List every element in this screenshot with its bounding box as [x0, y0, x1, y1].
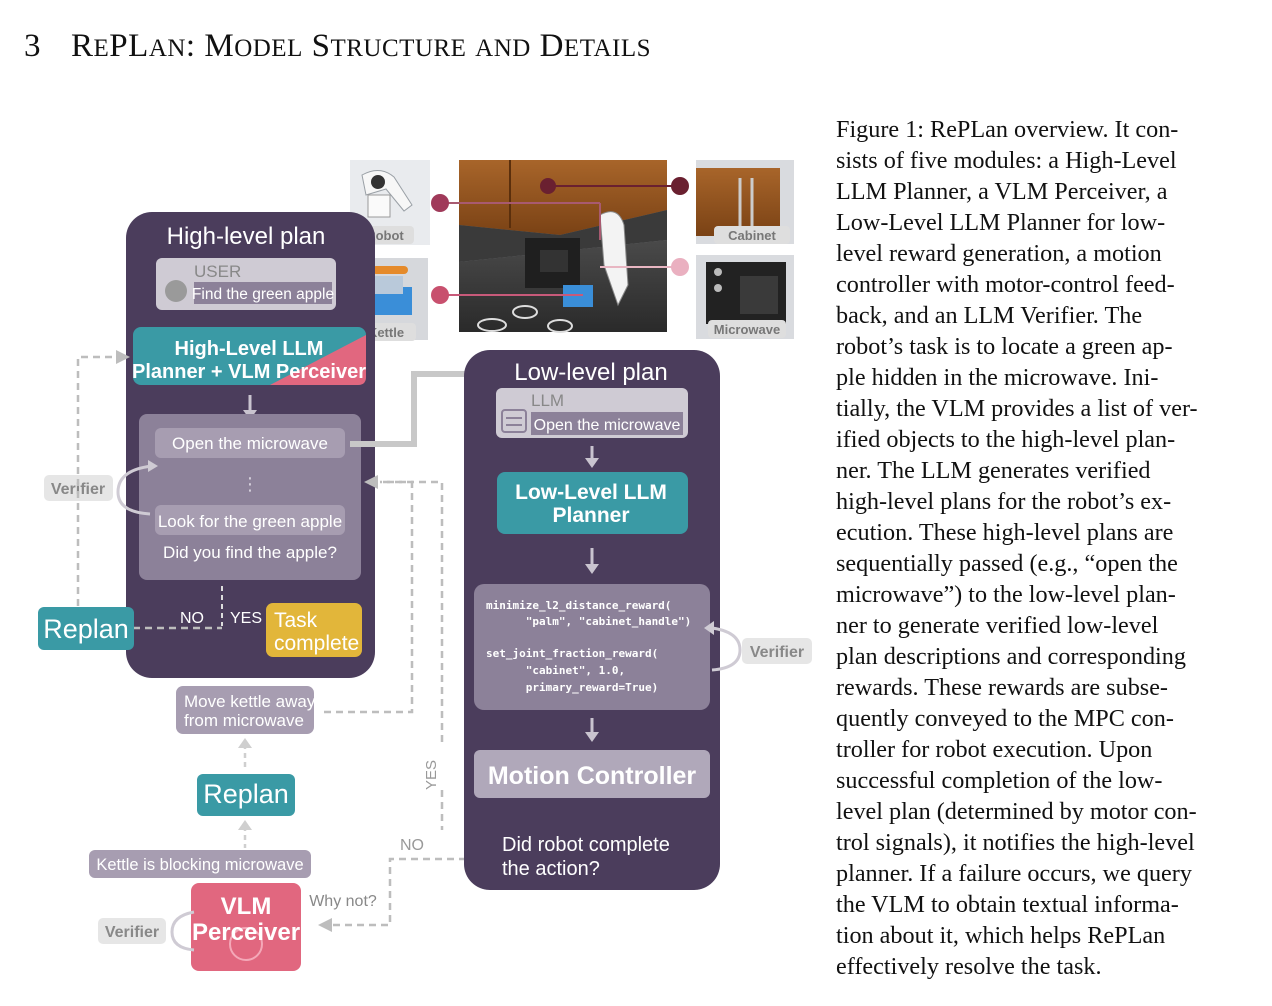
move-kettle-line1: Move kettle away — [184, 692, 316, 711]
caption-line: quently conveyed to the MPC con- — [836, 705, 1174, 732]
caption-line: ner. The LLM generates verified — [836, 457, 1151, 484]
high-level-planner-line1: High-Level LLM — [175, 338, 324, 360]
microwave-label: Microwave — [714, 322, 780, 337]
caption-line: trol signals), it notifies the high-leve… — [836, 829, 1195, 856]
high-level-verifier: Verifier — [44, 460, 158, 516]
section-number: 3 — [24, 28, 41, 64]
caption-line: high-level plans for the robot’s ex- — [836, 488, 1172, 515]
low-level-planner-line2: Planner — [552, 504, 629, 527]
yes-vertical-label: YES — [423, 760, 440, 790]
caption-line: sequentially passed (e.g., “open the — [836, 550, 1178, 577]
caption-line: plan descriptions and corresponding — [836, 643, 1186, 670]
caption-line: microwave”) to the low-level plan- — [836, 581, 1176, 608]
code-line: set_joint_fraction_reward( — [486, 647, 658, 660]
replan-top: Replan — [38, 350, 222, 650]
caption-line: planner. If a failure occurs, we query — [836, 860, 1192, 887]
svg-text:Verifier: Verifier — [750, 644, 804, 661]
low-level-planner-line1: Low-Level LLM — [515, 481, 667, 504]
robot-question-line1: Did robot complete — [502, 834, 670, 856]
code-line: "cabinet", 1.0, — [486, 664, 625, 677]
motion-controller: Motion Controller — [488, 762, 697, 790]
code-line: "palm", "cabinet_handle") — [486, 615, 691, 628]
microwave-photo: Microwave — [696, 255, 794, 339]
kettle-label: Kettle — [368, 325, 404, 340]
code-line: primary_reward=True) — [486, 681, 658, 694]
task-complete-line2: complete — [274, 632, 359, 655]
llm-query: Open the microwave — [534, 417, 681, 434]
caption-line: troller for robot execution. Upon — [836, 736, 1153, 763]
caption-line: tially, the VLM provides a list of ver- — [836, 395, 1198, 422]
user-query: Find the green apple — [192, 286, 334, 303]
robot-label: Robot — [366, 228, 404, 243]
no-path-label: NO — [400, 837, 424, 854]
caption-line: Figure 1: RePLan overview. It con- — [836, 116, 1179, 143]
robot-question-line2: the action? — [502, 858, 600, 880]
why-not-label: Why not? — [309, 893, 377, 910]
low-level-panel: Low-level plan LLM Open the microwave Lo… — [464, 350, 720, 890]
caption-line: back, and an LLM Verifier. The — [836, 302, 1143, 329]
high-level-title: High-level plan — [167, 223, 326, 250]
cabinet-label: Cabinet — [728, 228, 776, 243]
figure-caption: Figure 1: RePLan overview. It con- sists… — [836, 114, 1242, 982]
vlm-perceiver-line1: VLM — [221, 893, 272, 920]
plan-step-look-apple: Look for the green apple — [158, 512, 342, 531]
caption-line: sists of five modules: a High-Level — [836, 147, 1177, 174]
caption-line: LLM Planner, a VLM Perceiver, a — [836, 178, 1168, 205]
user-label: USER — [194, 262, 241, 281]
replan-figure: Robot Kettle Cabinet Mic — [38, 160, 812, 971]
user-avatar-icon — [165, 280, 187, 302]
apple-question: Did you find the apple? — [163, 543, 337, 562]
high-level-panel: High-level plan USER Find the green appl… — [126, 212, 375, 678]
scene-photo — [459, 160, 667, 333]
low-level-verifier: Verifier — [704, 621, 812, 672]
replan-top-label: Replan — [43, 614, 129, 644]
caption-line: controller with motor-control feed- — [836, 271, 1175, 298]
caption-line: ecution. These high-level plans are — [836, 519, 1174, 546]
low-level-title: Low-level plan — [514, 359, 667, 386]
eye-icon — [229, 927, 263, 961]
cabinet-photo: Cabinet — [696, 160, 794, 244]
caption-line: the VLM to obtain textual informa- — [836, 891, 1179, 918]
caption-line: level reward generation, a motion — [836, 240, 1162, 267]
high-level-planner-line2: Planner + VLM Perceiver — [132, 361, 366, 383]
failure-path: Move kettle away from microwave YES Repl… — [89, 475, 466, 971]
code-line: minimize_l2_distance_reward( — [486, 599, 671, 612]
caption-line: ified objects to the high-level plan- — [836, 426, 1176, 453]
no-label: NO — [180, 610, 204, 627]
caption-line: tion about it, which helps RePLan — [836, 922, 1166, 949]
llm-label: LLM — [531, 391, 564, 410]
vlm-perceiver-line2: Perceiver — [192, 919, 300, 946]
caption-line: successful completion of the low- — [836, 767, 1163, 794]
plan-ellipsis: ⋮ — [241, 474, 259, 494]
caption-line: ner to generate verified low-level — [836, 612, 1159, 639]
caption-line: rewards. These rewards are subse- — [836, 674, 1168, 701]
caption-line: ple hidden in the microwave. Ini- — [836, 364, 1159, 391]
move-kettle-line2: from microwave — [184, 711, 304, 730]
task-complete-line1: Task — [274, 609, 318, 632]
replan-bottom-label: Replan — [203, 779, 289, 809]
llm-list-icon — [501, 409, 527, 433]
vlm-verifier-label: Verifier — [105, 924, 159, 941]
photo-connectors — [431, 177, 689, 304]
plan-step-open-microwave: Open the microwave — [172, 434, 328, 453]
yes-label: YES — [230, 610, 262, 627]
reward-code: minimize_l2_distance_reward( "palm", "ca… — [486, 599, 691, 694]
caption-line: effectively resolve the task. — [836, 953, 1102, 980]
caption-line: Low-Level LLM Planner for low- — [836, 209, 1166, 236]
svg-text:Verifier: Verifier — [51, 481, 105, 498]
caption-line: level plan (determined by motor con- — [836, 798, 1197, 825]
caption-line: robot’s task is to locate a green ap- — [836, 333, 1173, 360]
kettle-blocking-label: Kettle is blocking microwave — [96, 856, 303, 874]
